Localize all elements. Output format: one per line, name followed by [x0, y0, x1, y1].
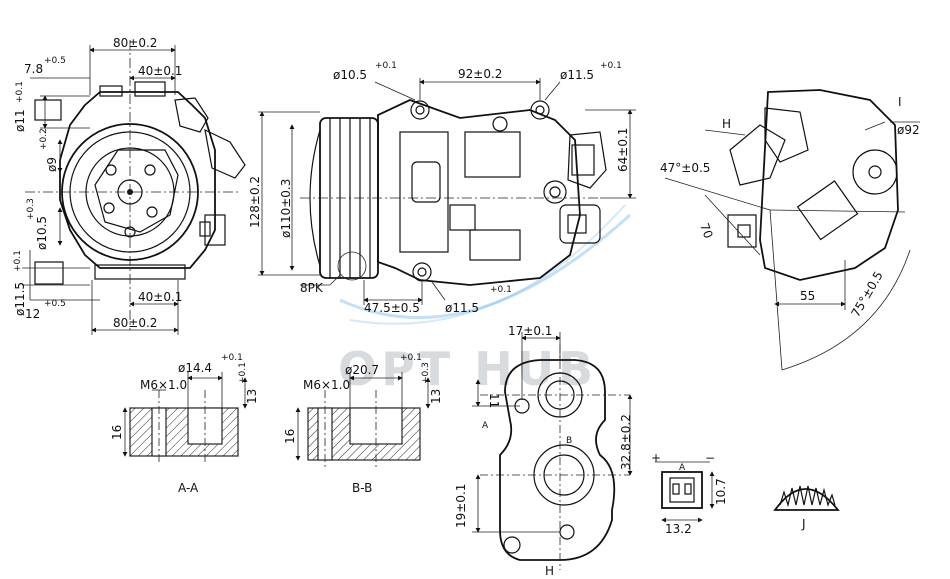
front-view: 80±0.2 40±0.1 7.8 +0.5 ø11 +0.1 ø9 +0.2 …	[13, 36, 246, 335]
aa-height: 16	[110, 425, 124, 440]
side-pulley-dia: ø110±0.3	[279, 179, 293, 238]
side-belt: 8PK	[300, 281, 324, 295]
front-left-low-tol: +0.3	[26, 198, 36, 220]
connector-view: + − A 10.7 13.2	[651, 451, 728, 536]
right-view-i: I	[898, 95, 902, 109]
connector-letter: A	[679, 463, 686, 473]
bb-label: B-B	[352, 481, 372, 495]
section-aa: M6×1.0 ø14.4 +0.1 13 +0.1 16 A-A	[110, 353, 259, 495]
front-left-upper: ø11	[13, 109, 27, 132]
right-len-70: 70	[697, 221, 715, 240]
front-left-bottom-tol: +0.1	[13, 250, 23, 272]
side-bottom-span: 47.5±0.5	[364, 301, 420, 315]
right-view-h: H	[722, 117, 731, 131]
front-bottom-inner: 40±0.1	[138, 290, 182, 304]
side-top-hole-right-tol: +0.1	[600, 61, 622, 71]
side-view: 92±0.2 ø10.5 +0.1 ø11.5 +0.1 128±0.2 ø11…	[248, 61, 636, 315]
h-right-dim: 32.8±0.2	[619, 414, 633, 470]
section-bb: M6×1.0 ø20.7 +0.1 13 +0.3 16 B-B	[283, 353, 443, 495]
aa-bore-tol: +0.1	[221, 353, 243, 363]
front-top-width: 80±0.2	[113, 36, 157, 50]
front-bottom-left-tol: +0.5	[44, 299, 66, 309]
h-left-dim: 11	[487, 393, 501, 408]
aa-thread: M6×1.0	[140, 378, 187, 392]
front-top-inner: 40±0.1	[138, 64, 182, 78]
watermark-text: OPT HUB	[338, 342, 597, 396]
connector-height: 10.7	[714, 478, 728, 505]
side-bottom-hole-tol: +0.1	[490, 285, 512, 295]
connector-minus: −	[705, 451, 715, 465]
right-len-55: 55	[800, 289, 815, 303]
side-height-total: 128±0.2	[248, 176, 262, 228]
side-top-hole-left-tol: +0.1	[375, 61, 397, 71]
front-top-left-tol: +0.5	[44, 56, 66, 66]
right-hole: ø92	[897, 123, 920, 137]
right-view: H I ø92 47°±0.5 70 55 75°±0.5	[660, 89, 920, 371]
front-left-low: ø10.5	[35, 216, 49, 250]
bb-thread: M6×1.0	[303, 378, 350, 392]
front-left-mid: ø9	[45, 157, 59, 172]
bb-depth: 13	[429, 389, 443, 404]
front-left-bottom: ø11.5	[13, 282, 27, 316]
side-top-hole-right: ø11.5	[560, 68, 594, 82]
aa-depth-tol: +0.1	[238, 362, 248, 384]
front-top-left: 7.8	[24, 62, 43, 76]
bb-bore: ø20.7	[345, 363, 379, 377]
h-label: H	[545, 564, 554, 578]
front-bottom-left: 12	[25, 307, 40, 321]
bb-height: 16	[283, 429, 297, 444]
side-bottom-hole: ø11.5	[445, 301, 479, 315]
aa-bore: ø14.4	[178, 361, 212, 375]
front-left-upper-tol: +0.1	[15, 81, 25, 103]
front-left-mid-tol: +0.2	[39, 128, 49, 150]
watermark: OPT HUB	[338, 204, 632, 396]
h-mark-b: B	[566, 436, 572, 446]
connector-plus: +	[651, 451, 661, 465]
right-angle: 47°±0.5	[660, 161, 710, 175]
aa-depth: 13	[245, 389, 259, 404]
h-mark-a: A	[482, 421, 489, 431]
view-h: 17±0.1 11 32.8±0.2 19±0.1 A B H	[454, 324, 633, 578]
bb-bore-tol: +0.1	[400, 353, 422, 363]
front-bottom-width: 80±0.2	[113, 316, 157, 330]
h-bottom-dim: 19±0.1	[454, 484, 468, 528]
view-j: J	[773, 485, 840, 531]
side-right-height: 64±0.1	[616, 128, 630, 172]
side-top-span: 92±0.2	[458, 67, 502, 81]
j-label: J	[801, 517, 806, 531]
bb-depth-tol: +0.3	[421, 362, 431, 384]
connector-width: 13.2	[665, 522, 692, 536]
right-angle-75: 75°±0.5	[848, 269, 885, 320]
side-top-hole-left: ø10.5	[333, 68, 367, 82]
h-top-dim: 17±0.1	[508, 324, 552, 338]
aa-label: A-A	[178, 481, 199, 495]
